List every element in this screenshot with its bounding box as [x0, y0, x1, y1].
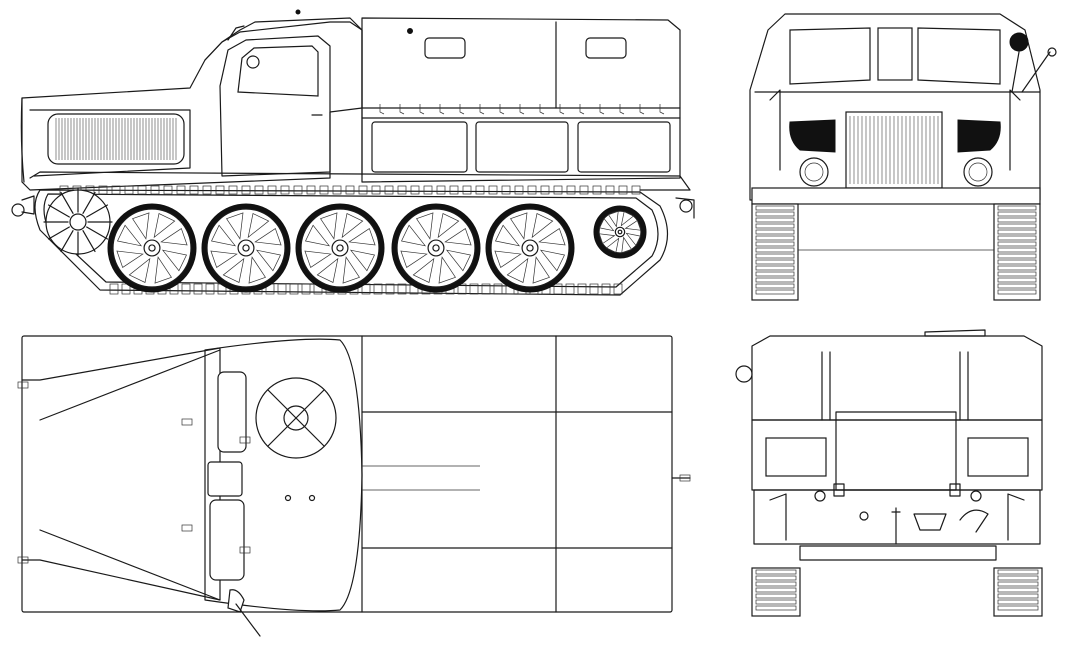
hood	[20, 17, 363, 191]
spare-ring	[735, 365, 753, 383]
rear-view	[735, 329, 1043, 617]
drive-sprocket	[43, 187, 113, 257]
right-headlight-housing	[957, 119, 1001, 153]
top-view	[17, 335, 691, 637]
side-track	[34, 189, 669, 296]
left-headlight-housing	[789, 119, 836, 153]
front-grille	[849, 116, 939, 184]
tow-hook-rear	[675, 197, 695, 219]
cargo-body	[361, 17, 681, 183]
cab	[204, 9, 363, 177]
right-headlamp	[963, 157, 993, 187]
hood-louvres	[55, 118, 177, 160]
tow-hook-front	[11, 195, 35, 217]
front-view	[749, 13, 1057, 301]
roof-hatch-left-rear	[209, 499, 245, 581]
rear-window-left	[765, 437, 827, 477]
road-wheels	[107, 203, 647, 293]
left-headlamp	[799, 157, 829, 187]
roof-hatch-center	[207, 461, 243, 497]
roof-hatch-left-front	[217, 371, 247, 453]
rear-window-right	[967, 437, 1029, 477]
side-tie-hooks	[379, 104, 665, 115]
side-view	[11, 9, 695, 296]
fender-line	[29, 171, 691, 191]
